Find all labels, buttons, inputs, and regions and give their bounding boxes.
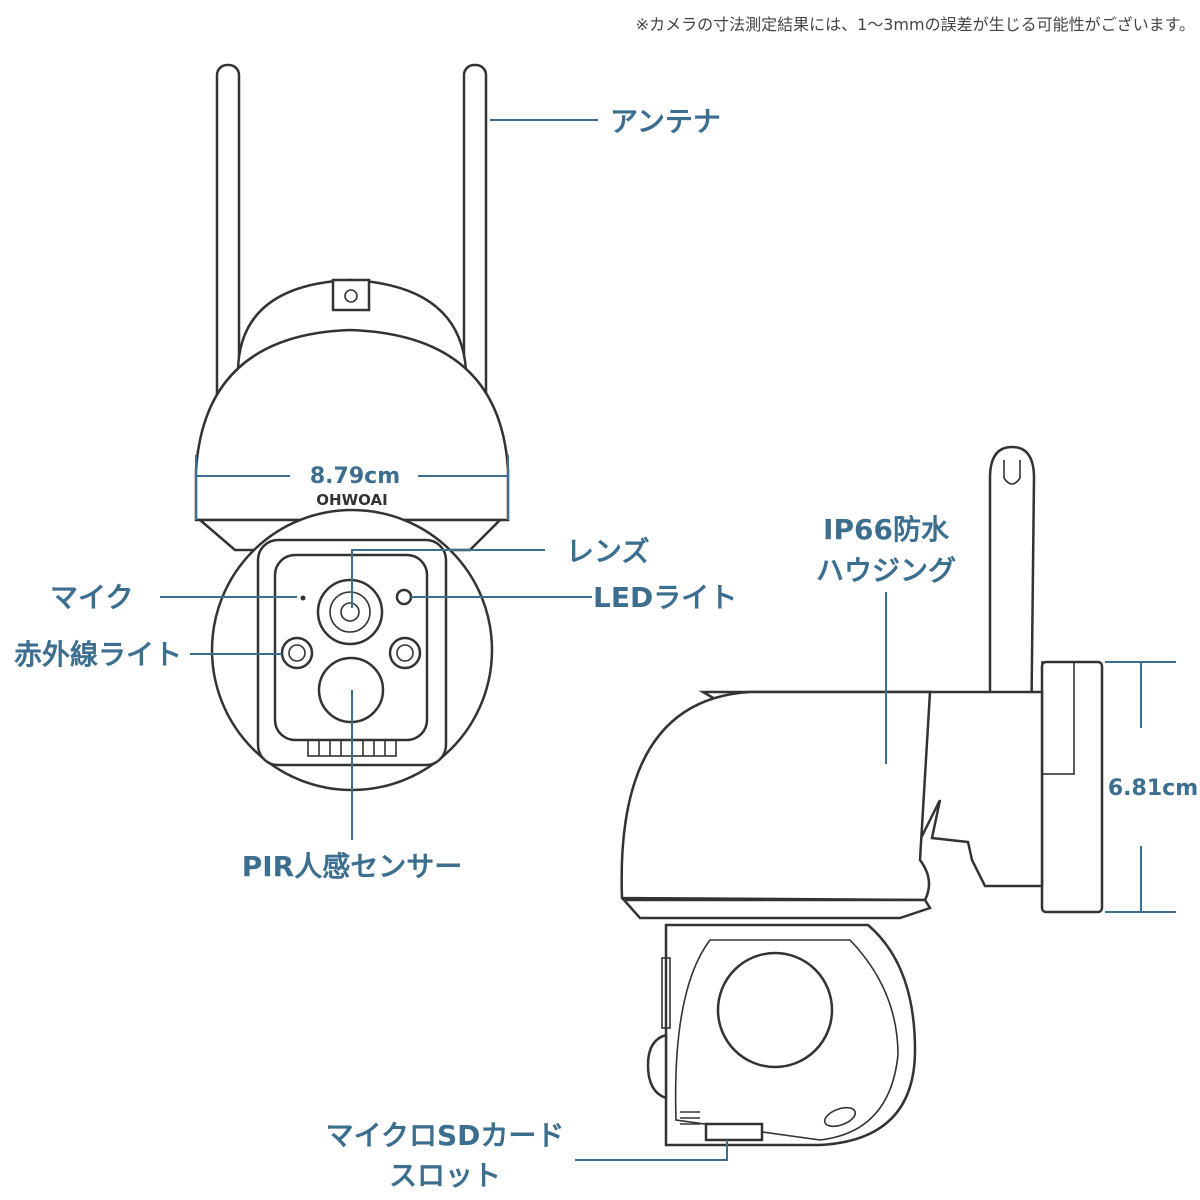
label-ir-light: 赤外線ライト [14, 638, 182, 671]
label-ip66-line1: IP66防水 [823, 513, 950, 546]
mount-screw [344, 289, 358, 303]
left-antenna [215, 63, 241, 412]
mount-screw-plate [331, 278, 371, 312]
head-panel [674, 939, 899, 1141]
mic-hole [300, 595, 306, 601]
height-value: 6.81cm [1108, 776, 1198, 801]
lens-center [340, 602, 360, 622]
width-value: 8.79cm [310, 464, 400, 489]
front-dome [194, 328, 510, 522]
ir-light-left [280, 636, 314, 670]
sd-leader [575, 1140, 728, 1161]
label-sd-line2: スロット [389, 1159, 501, 1192]
label-pir-sensor: PIR人感センサー [242, 850, 463, 883]
lens-ring [329, 591, 371, 633]
side-knob [646, 1033, 668, 1100]
right-antenna [462, 63, 488, 412]
label-lens: レンズ [566, 535, 649, 568]
label-antenna: アンテナ [610, 105, 721, 138]
label-sd-line1: マイクロSDカード [326, 1119, 565, 1152]
led-light [395, 588, 413, 606]
brand-logo: OHWOAI [316, 491, 387, 509]
label-ip66-line2: ハウジング [816, 554, 956, 587]
wall-mount [1040, 660, 1104, 914]
measurement-note: ※カメラの寸法測定結果には、1〜3mmの誤差が生じる可能性がございます。 [636, 15, 1195, 34]
antenna-tip [1003, 460, 1021, 485]
height-dimension: 6.81cm [1105, 661, 1198, 913]
ir-light-right [388, 636, 422, 670]
dome-base-rim [621, 898, 932, 920]
lens-leader [351, 549, 545, 608]
front-view-camera: OHWOAI [194, 63, 510, 792]
width-dimension: 8.79cm [195, 455, 509, 520]
microsd-slot [704, 1122, 764, 1142]
side-dome [620, 690, 932, 902]
side-lens [716, 951, 834, 1069]
label-led-light: LEDライト [593, 581, 737, 614]
side-view-camera [620, 445, 1104, 1147]
side-button-strip [661, 957, 671, 1029]
side-vent [680, 1111, 700, 1125]
lens-outer [316, 578, 384, 646]
label-mic: マイク [50, 581, 133, 614]
side-reset-hole [823, 1106, 857, 1128]
